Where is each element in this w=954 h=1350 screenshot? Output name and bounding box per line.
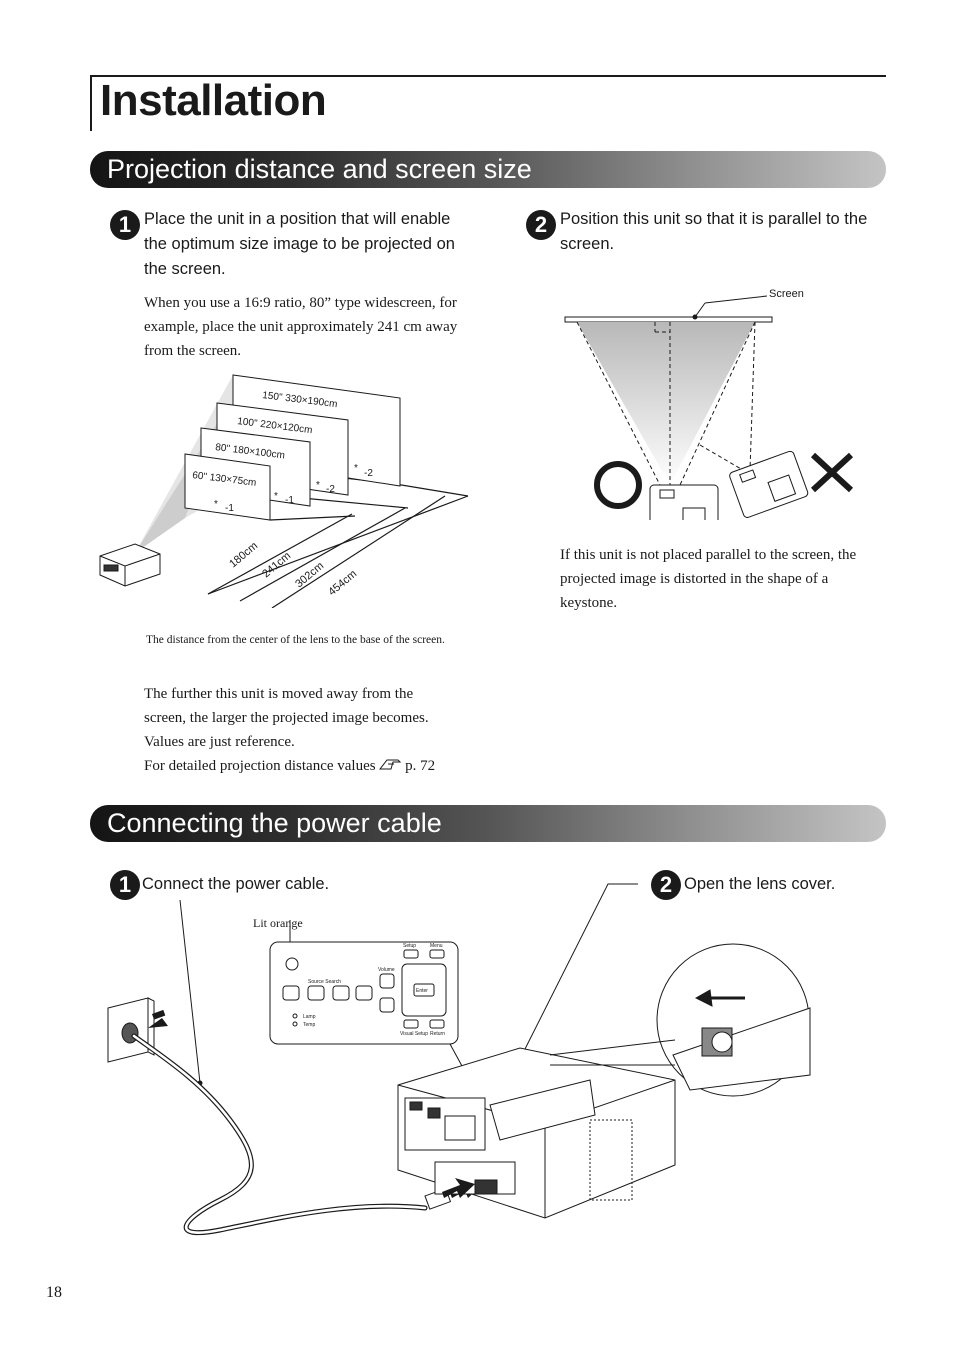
power-step2-instruction: Open the lens cover. bbox=[684, 875, 836, 893]
asterisk-mark: * bbox=[274, 491, 278, 502]
enter-label: Enter bbox=[416, 988, 428, 994]
distance-label-302: 302cm bbox=[293, 560, 326, 590]
step-badge-2: 2 bbox=[526, 210, 556, 240]
offset-label-3: -1 bbox=[285, 495, 294, 506]
cross-ng-icon bbox=[810, 452, 854, 493]
step1-instruction: Place the unit in a position that will e… bbox=[144, 210, 455, 278]
note-line: screen, the larger the projected image b… bbox=[144, 710, 429, 726]
menu-label: Menu bbox=[430, 943, 443, 949]
circle-ok-icon bbox=[594, 461, 642, 509]
projector-parallel-icon bbox=[649, 484, 719, 520]
screen-label: Screen bbox=[769, 288, 804, 300]
asterisk-mark: * bbox=[354, 463, 358, 474]
temp-label: Temp bbox=[303, 1022, 315, 1028]
reference-page-link[interactable]: p. 72 bbox=[405, 758, 436, 774]
parallel-note: If this unit is not placed parallel to t… bbox=[560, 547, 857, 611]
projection-distance-diagram: 150" 330×190cm 100" 220×120cm 80" 180×10… bbox=[99, 374, 469, 608]
parallel-placement-diagram: Screen bbox=[564, 288, 854, 520]
page-title: Installation bbox=[100, 76, 327, 125]
offset-label-4: -1 bbox=[225, 503, 234, 514]
offset-label-1: -2 bbox=[364, 468, 373, 479]
step-badge-1: 1 bbox=[110, 210, 140, 240]
screen-shape bbox=[564, 316, 773, 323]
note-line: The further this unit is moved away from… bbox=[144, 686, 414, 702]
section-title-projection: Projection distance and screen size bbox=[107, 154, 532, 184]
projector-unit bbox=[397, 1047, 676, 1219]
step-badge-2: 2 bbox=[651, 870, 681, 900]
section-title-power: Connecting the power cable bbox=[107, 808, 442, 838]
distance-label-180: 180cm bbox=[227, 540, 260, 570]
asterisk-mark: * bbox=[214, 499, 218, 510]
wall-outlet-icon bbox=[107, 997, 155, 1063]
power-step1-instruction: Connect the power cable. bbox=[142, 875, 330, 893]
projection-note: The further this unit is moved away from… bbox=[144, 682, 484, 778]
step1-detail: When you use a 16:9 ratio, 80” type wide… bbox=[144, 295, 458, 359]
note-reference-line: For detailed projection distance values … bbox=[144, 754, 484, 778]
distance-label-241: 241cm bbox=[260, 550, 293, 580]
title-side-bar bbox=[90, 75, 92, 131]
title-rule bbox=[90, 75, 886, 77]
step-badge-1: 1 bbox=[110, 870, 140, 900]
lens-cover-inset bbox=[656, 943, 811, 1097]
visual-setup-label: Visual Setup bbox=[400, 1031, 428, 1037]
asterisk-mark: * bbox=[316, 480, 320, 491]
note-line: For detailed projection distance values bbox=[144, 758, 376, 774]
setup-label: Setup bbox=[403, 943, 416, 949]
volume-label: Volume bbox=[378, 967, 395, 973]
projector-angled-icon bbox=[729, 450, 809, 518]
control-panel bbox=[269, 941, 459, 1045]
diagram-footnote: The distance from the center of the lens… bbox=[146, 634, 445, 646]
note-line: Values are just reference. bbox=[144, 734, 295, 750]
page-number: 18 bbox=[46, 1284, 62, 1301]
distance-label-454: 454cm bbox=[326, 568, 359, 598]
offset-label-2: -2 bbox=[326, 484, 335, 495]
return-label: Return bbox=[430, 1031, 445, 1037]
source-search-label: Source Search bbox=[308, 979, 341, 985]
step2-instruction: Position this unit so that it is paralle… bbox=[560, 210, 868, 253]
lamp-label: Lamp bbox=[303, 1014, 316, 1020]
projector-icon bbox=[99, 543, 161, 587]
section-header-projection bbox=[90, 151, 886, 188]
section-header-power bbox=[90, 805, 886, 842]
pointing-hand-icon bbox=[379, 759, 402, 770]
power-button-icon bbox=[282, 985, 300, 1001]
power-connection-diagram: Setup Menu Source Search Volume Enter La… bbox=[107, 883, 811, 1236]
